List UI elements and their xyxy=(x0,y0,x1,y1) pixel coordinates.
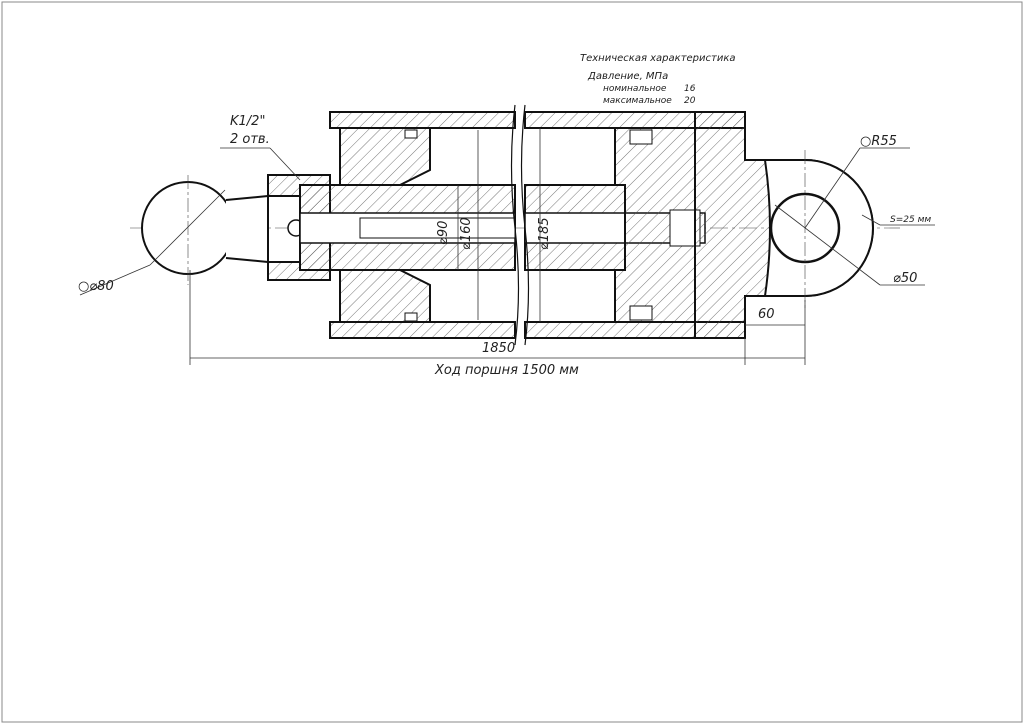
spec-title: Техническая характеристика xyxy=(580,53,736,64)
bore-diameter-label: ⌀185 xyxy=(537,217,552,250)
break-line xyxy=(520,104,530,346)
spec-nominal-value: 16 xyxy=(684,84,696,94)
eye-offset-label: 60 xyxy=(758,307,775,322)
rear-head-eye xyxy=(694,111,874,339)
total-length-label: 1850 xyxy=(482,341,515,356)
piston xyxy=(614,127,701,323)
cylinder-tube xyxy=(329,111,746,339)
spec-max-label: максимальное xyxy=(603,96,672,106)
rod-diameter-label: ⌀160 xyxy=(459,217,474,250)
stroke-label: Ход поршня 1500 мм xyxy=(434,363,579,378)
ball-end xyxy=(141,175,269,285)
eye-thickness-label: S=25 мм xyxy=(890,215,931,225)
spec-nominal-label: номинальное xyxy=(603,84,667,94)
spec-pressure-label: Давление, МПа xyxy=(587,71,668,82)
port-thread-label: K1/2" xyxy=(230,114,265,129)
port-count-label: 2 отв. xyxy=(230,132,270,147)
eye-radius-label: ○R55 xyxy=(860,134,897,149)
spec-max-value: 20 xyxy=(684,96,696,106)
rod-inner-diameter-label: ⌀90 xyxy=(436,221,451,245)
break-line xyxy=(510,104,520,346)
dimension-lines xyxy=(79,128,935,365)
ball-diameter-label: ○⌀80 xyxy=(78,279,114,294)
pin-diameter-label: ⌀50 xyxy=(893,271,917,286)
